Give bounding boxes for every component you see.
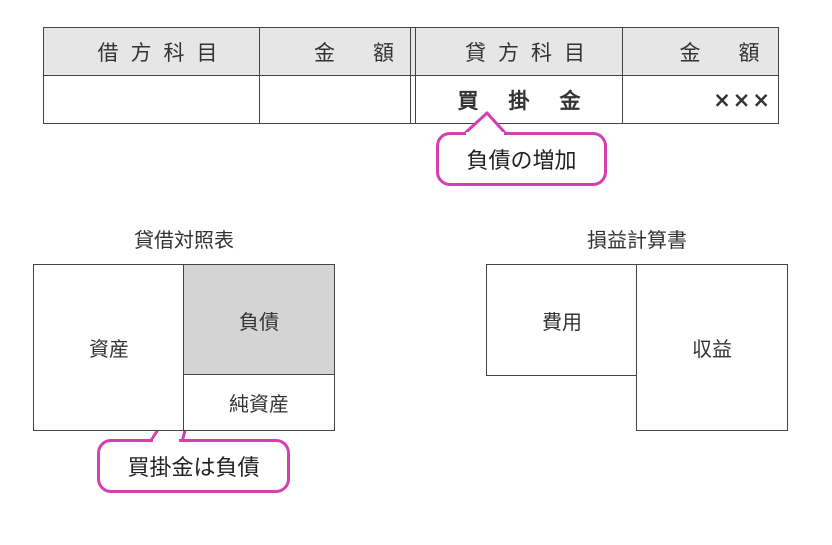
header-credit-amount: 金額: [679, 40, 798, 65]
header-credit-account: 貸方科目: [465, 40, 597, 65]
credit-amount-cell: ×××: [713, 87, 772, 112]
revenue-box: 収益: [636, 264, 788, 431]
credit-account-cell: 買掛金: [457, 88, 611, 113]
net-assets-box: 純資産: [183, 374, 335, 431]
journal-table: 借方科目 金額 貸方科目 金額 買掛金 ×××: [43, 27, 779, 124]
assets-box: 資産: [33, 264, 185, 431]
column-divider: [259, 28, 260, 123]
header-debit-amount: 金額: [314, 40, 432, 65]
income-statement-title: 損益計算書: [587, 228, 687, 252]
callout-payable-is-liability: 買掛金は負債: [97, 439, 290, 493]
journal-header-row: [44, 28, 778, 76]
balance-sheet-title: 貸借対照表: [134, 228, 234, 252]
column-divider: [622, 28, 623, 123]
double-column-divider: [410, 28, 416, 123]
callout-liability-increase: 負債の増加: [436, 132, 607, 186]
expenses-box: 費用: [486, 264, 638, 376]
liabilities-box: 負債: [183, 264, 335, 376]
header-debit-account: 借方科目: [97, 40, 230, 65]
